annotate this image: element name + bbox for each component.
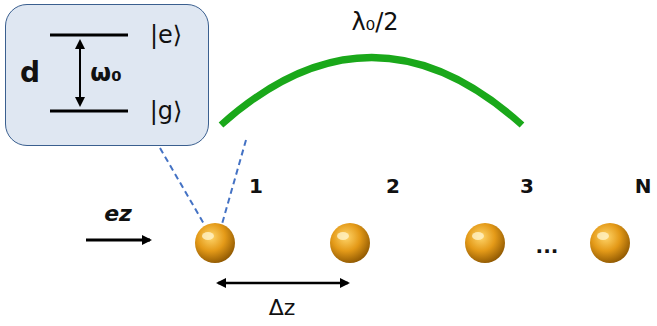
frequency-symbol: ω₀ (90, 60, 121, 86)
dipole-symbol: d (20, 58, 40, 89)
axis-arrow (86, 239, 150, 242)
atom-number: 1 (249, 175, 263, 197)
atom-number: 2 (386, 175, 400, 197)
spacing-label: Δz (269, 296, 296, 320)
wavelength-label: λ₀/2 (351, 9, 398, 35)
axis-label: ez (104, 202, 132, 226)
atom-number: 3 (520, 175, 534, 197)
spacing-arrow (218, 282, 348, 285)
state-label: |e⟩ (150, 22, 182, 48)
atom-number: N (635, 175, 652, 197)
energy-level-inset: d ω₀ |e⟩ |g⟩ (5, 4, 209, 146)
ellipsis: ... (536, 235, 559, 257)
standing-wave-arc (221, 58, 522, 126)
dashed-leader (222, 140, 246, 224)
dashed-leader (160, 148, 204, 224)
state-label: |g⟩ (150, 98, 183, 124)
atoms (195, 223, 630, 263)
